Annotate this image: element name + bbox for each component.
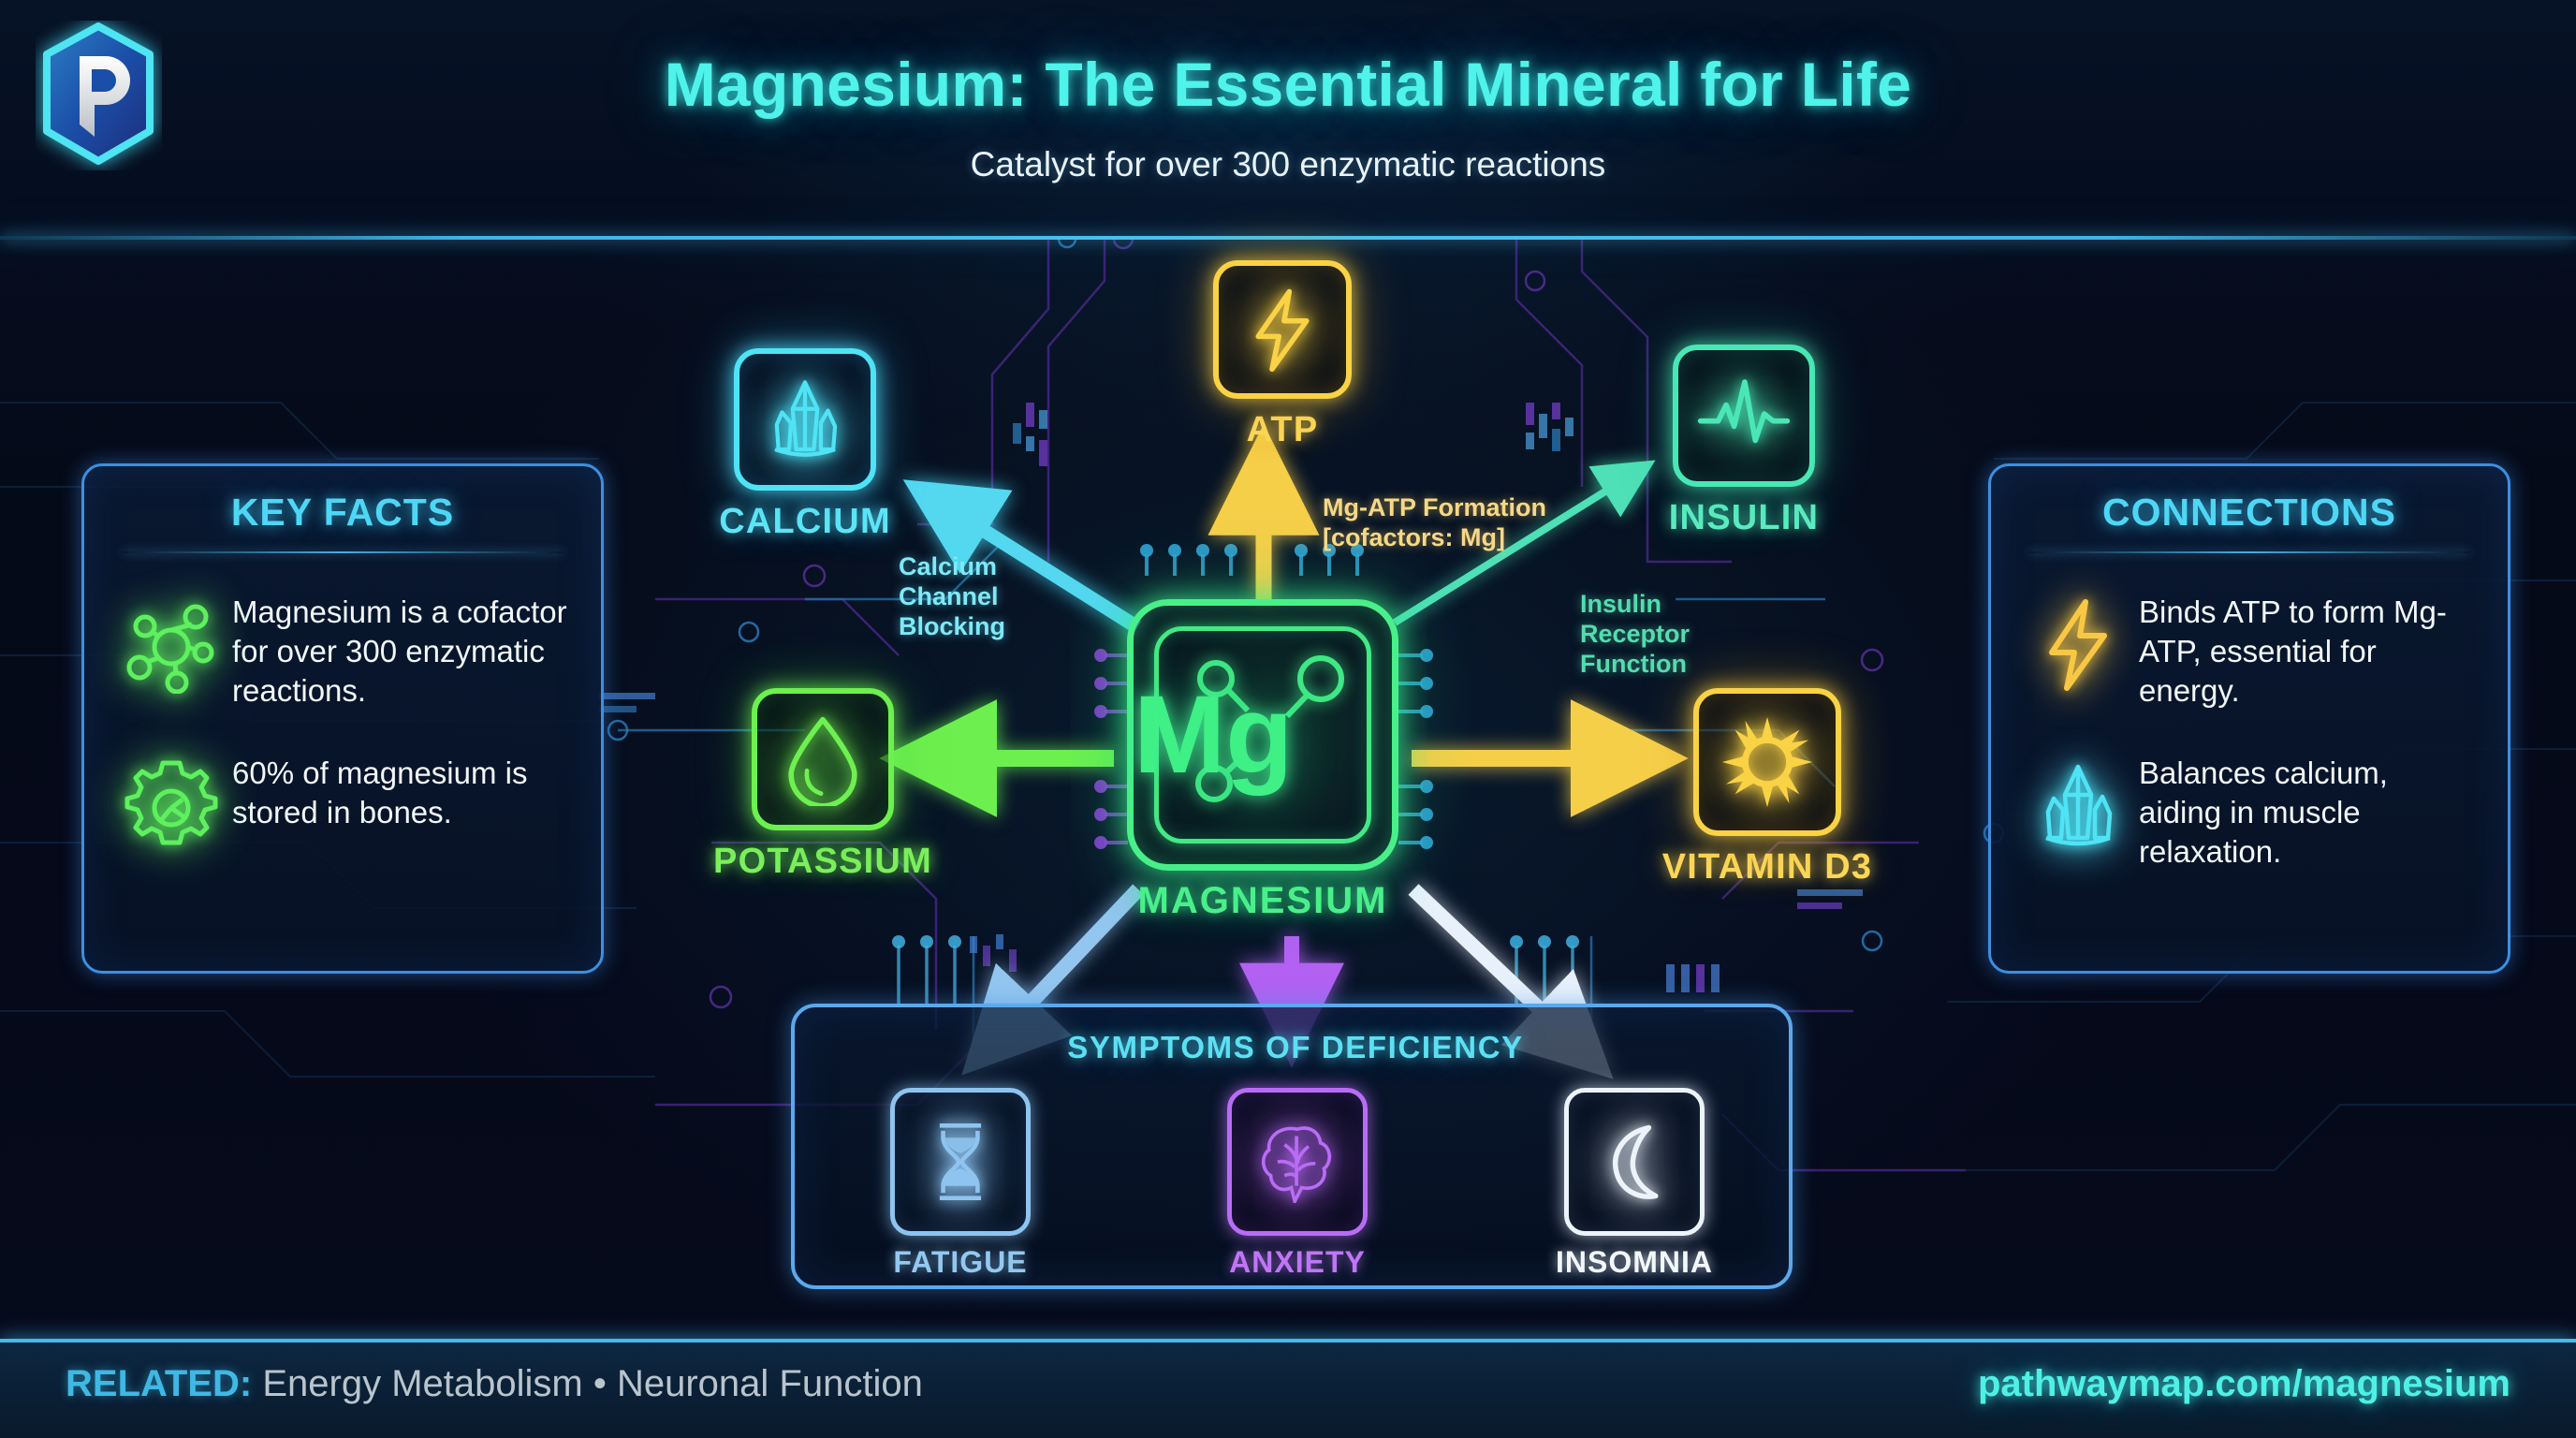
key-fact-item: Magnesium is a cofactor for over 300 enz… bbox=[84, 580, 601, 711]
calcium-edge-label: Calcium Channel Blocking bbox=[899, 552, 1114, 642]
key-fact-text: Magnesium is a cofactor for over 300 enz… bbox=[232, 594, 567, 708]
page-subtitle: Catalyst for over 300 enzymatic reaction… bbox=[970, 145, 1606, 183]
edge-line: Mg-ATP Formation bbox=[1323, 493, 1546, 521]
gear-icon bbox=[116, 754, 227, 855]
vitamind3-label: VITAMIN D3 bbox=[1661, 847, 1873, 887]
fatigue-box[interactable] bbox=[890, 1088, 1031, 1236]
key-facts-panel: KEY FACTS bbox=[81, 463, 604, 974]
connections-title: CONNECTIONS bbox=[2102, 491, 2396, 534]
node-potassium[interactable]: POTASSIUM bbox=[697, 688, 948, 882]
edge-line: Blocking bbox=[899, 611, 1006, 640]
site-url[interactable]: pathwaymap.com/magnesium bbox=[1977, 1363, 2510, 1404]
key-fact-item: 60% of magnesium is stored in bones. bbox=[84, 741, 601, 855]
atp-edge-label: Mg-ATP Formation [cofactors: Mg] bbox=[1323, 493, 1622, 553]
molecule-icon bbox=[116, 593, 227, 694]
insomnia-label: INSOMNIA bbox=[1556, 1245, 1713, 1279]
node-atp[interactable]: ATP bbox=[1193, 260, 1371, 450]
symptom-insomnia[interactable]: INSOMNIA bbox=[1541, 1088, 1728, 1280]
related-value: Energy Metabolism • Neuronal Function bbox=[262, 1363, 923, 1404]
vitamind3-box[interactable] bbox=[1693, 688, 1841, 836]
header-band: Magnesium: The Essential Mineral for Lif… bbox=[0, 0, 2576, 240]
crystal-icon bbox=[2023, 754, 2133, 855]
insulin-box[interactable] bbox=[1673, 345, 1815, 487]
symptoms-title: SYMPTOMS OF DEFICIENCY bbox=[1067, 1030, 1524, 1064]
edge-line: Insulin bbox=[1580, 590, 1661, 618]
connection-item: Balances calcium, aiding in muscle relax… bbox=[1991, 741, 2508, 872]
anxiety-label: ANXIETY bbox=[1229, 1245, 1366, 1279]
atp-label: ATP bbox=[1246, 410, 1319, 449]
edge-line: [cofactors: Mg] bbox=[1323, 522, 1505, 551]
symptoms-panel: SYMPTOMS OF DEFICIENCY FATIGUE bbox=[791, 1004, 1793, 1289]
anxiety-box[interactable] bbox=[1227, 1088, 1368, 1236]
symptom-fatigue[interactable]: FATIGUE bbox=[867, 1088, 1054, 1280]
node-insulin[interactable]: INSULIN bbox=[1636, 345, 1852, 538]
edge-line: Function bbox=[1580, 649, 1687, 678]
magnesium-symbol: Mg bbox=[1134, 673, 1294, 797]
calcium-label: CALCIUM bbox=[719, 502, 891, 541]
node-calcium[interactable]: CALCIUM bbox=[697, 348, 913, 542]
insulin-label: INSULIN bbox=[1668, 498, 1820, 537]
magnesium-box[interactable]: Mg bbox=[1127, 599, 1398, 871]
fatigue-label: FATIGUE bbox=[893, 1245, 1028, 1279]
atp-box[interactable] bbox=[1213, 260, 1352, 399]
key-fact-text: 60% of magnesium is stored in bones. bbox=[232, 755, 528, 829]
panel-divider bbox=[122, 551, 564, 553]
related-topics: RELATED: Energy Metabolism • Neuronal Fu… bbox=[66, 1363, 923, 1405]
connections-panel: CONNECTIONS Binds ATP to form Mg-ATP, es… bbox=[1988, 463, 2510, 974]
connection-text: Balances calcium, aiding in muscle relax… bbox=[2139, 755, 2388, 869]
lightning-bolt-icon bbox=[2023, 593, 2133, 694]
edge-line: Channel bbox=[899, 581, 999, 610]
related-key: RELATED: bbox=[66, 1363, 253, 1404]
insomnia-box[interactable] bbox=[1564, 1088, 1705, 1236]
edge-line: Calcium bbox=[899, 552, 998, 580]
footer-band: RELATED: Energy Metabolism • Neuronal Fu… bbox=[0, 1339, 2576, 1438]
connection-text: Binds ATP to form Mg-ATP, essential for … bbox=[2139, 594, 2447, 708]
potassium-label: POTASSIUM bbox=[713, 842, 932, 881]
key-facts-title: KEY FACTS bbox=[230, 491, 455, 534]
connection-item: Binds ATP to form Mg-ATP, essential for … bbox=[1991, 580, 2508, 711]
symptom-anxiety[interactable]: ANXIETY bbox=[1204, 1088, 1391, 1280]
brand-logo[interactable] bbox=[36, 21, 162, 170]
panel-divider bbox=[2028, 551, 2470, 553]
calcium-box[interactable] bbox=[734, 348, 876, 491]
page-title: Magnesium: The Essential Mineral for Lif… bbox=[664, 50, 1912, 119]
magnesium-inner-frame bbox=[1154, 626, 1371, 844]
node-magnesium[interactable]: Mg MAGNESIUM bbox=[1127, 599, 1398, 921]
header-divider bbox=[0, 236, 2576, 240]
insulin-edge-label: Insulin Receptor Function bbox=[1580, 590, 1795, 680]
magnesium-orbit-decor bbox=[1195, 655, 1344, 802]
magnesium-label: MAGNESIUM bbox=[1137, 880, 1388, 921]
edge-line: Receptor bbox=[1580, 619, 1690, 648]
node-vitamind3[interactable]: VITAMIN D3 bbox=[1631, 688, 1904, 888]
potassium-box[interactable] bbox=[752, 688, 894, 830]
